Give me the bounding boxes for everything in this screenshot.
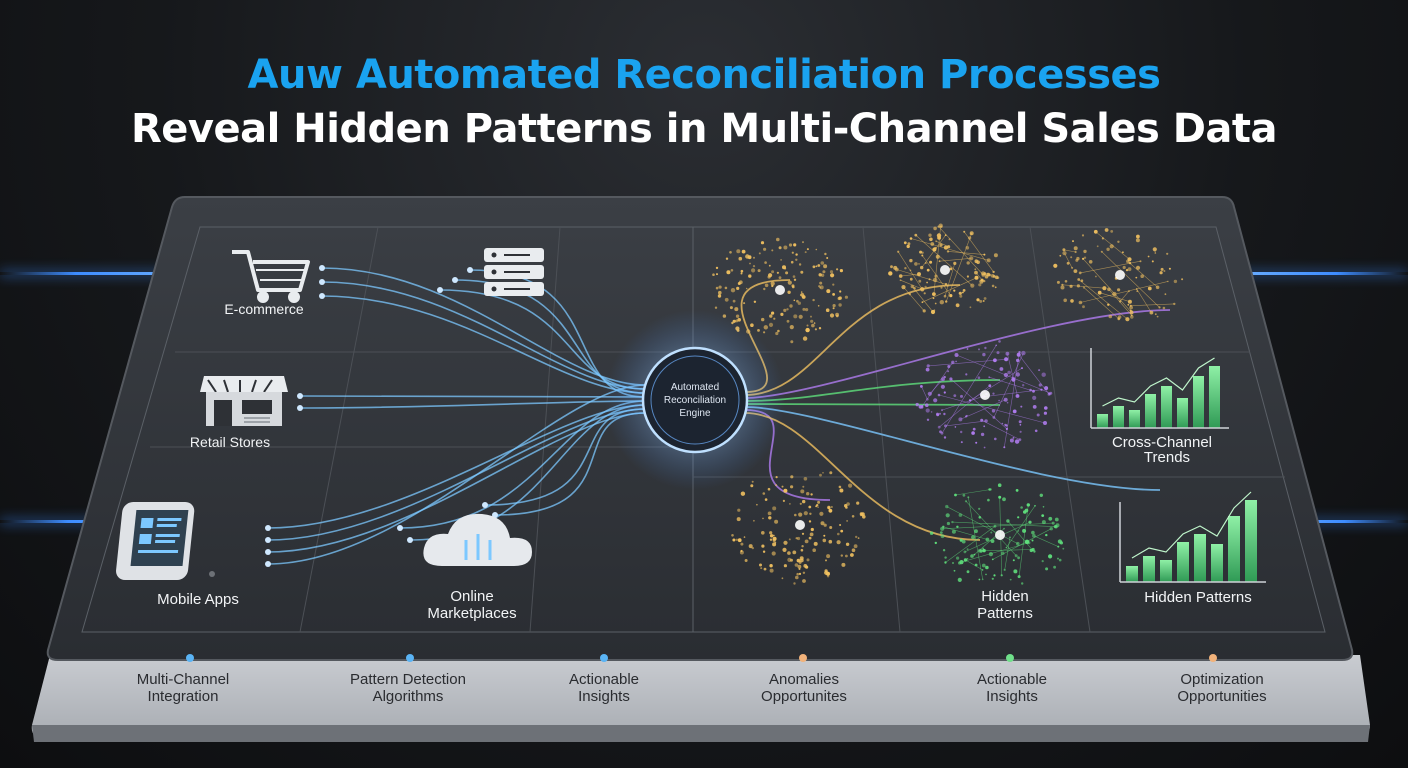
bars1-bar-2 (1113, 406, 1124, 428)
bars2-bar-1 (1126, 566, 1138, 582)
cross-channel-bar-chart (1090, 348, 1229, 429)
cloud-icon (423, 513, 532, 566)
footer-item-6-line-2: Opportunities (1177, 688, 1266, 705)
footer-item-5-line-2: Insights (986, 688, 1038, 705)
footer-item-1-line-2: Integration (148, 688, 219, 705)
device-base-shadow (32, 725, 1370, 742)
footer-item-2-line-1: Pattern Detection (350, 671, 466, 688)
server-stack-icon (484, 248, 544, 296)
hidden-patterns-label-line-1: Hidden (981, 588, 1029, 605)
mobile-phone-icon (116, 502, 215, 580)
footer-dot-6 (1209, 654, 1217, 662)
bars1-bar-8 (1209, 366, 1220, 428)
footer-dot-5 (1006, 654, 1014, 662)
bars2-bar-2 (1143, 556, 1155, 582)
bars2-trend-line (1131, 491, 1252, 559)
source-retail-label: Retail Stores (190, 434, 270, 450)
footer-dot-3 (600, 654, 608, 662)
footer-features: Multi-Channel Integration Pattern Detect… (137, 654, 1267, 705)
bars1-bar-6 (1177, 398, 1188, 428)
footer-item-4-line-1: Anomalies (769, 671, 839, 688)
bars2-bar-8 (1245, 500, 1257, 582)
engine-label-line-2: Reconciliation (664, 395, 726, 406)
engine-label-line-1: Automated (671, 382, 719, 393)
shopping-cart-icon (232, 250, 310, 303)
footer-item-3-line-1: Actionable (569, 671, 639, 688)
bars2-bar-5 (1194, 534, 1206, 582)
hidden-patterns-label-line-2: Patterns (977, 605, 1033, 622)
footer-item-1-line-1: Multi-Channel (137, 671, 230, 688)
bars2-bar-4 (1177, 542, 1189, 582)
source-marketplaces-label-line-1: Online (450, 588, 493, 605)
bars2-bar-6 (1211, 544, 1223, 582)
source-ecommerce-label: E-commerce (224, 301, 304, 317)
engine-label-line-3: Engine (679, 408, 711, 419)
source-marketplaces-label-line-2: Marketplaces (427, 605, 516, 622)
headline-line-2: Reveal Hidden Patterns in Multi-Channel … (130, 106, 1278, 152)
device-base (31, 655, 1370, 738)
source-mobile-label: Mobile Apps (157, 591, 239, 608)
engine-ring (641, 346, 749, 454)
bars1-trend-line (1102, 357, 1215, 407)
footer-item-6-line-1: Optimization (1180, 671, 1263, 688)
footer-item-5-line-1: Actionable (977, 671, 1047, 688)
engine-ring-inner (650, 355, 740, 445)
bars1-bar-4 (1145, 394, 1156, 428)
bars1-bar-1 (1097, 414, 1108, 428)
bars1-bar-3 (1129, 410, 1140, 428)
hidden-patterns-bar-chart (1119, 491, 1266, 583)
footer-item-4-line-2: Opportunites (761, 688, 847, 705)
bars2-bar-3 (1160, 560, 1172, 582)
left-glow-line-top (0, 272, 190, 275)
footer-dot-2 (406, 654, 414, 662)
footer-item-2-line-2: Algorithms (373, 688, 444, 705)
cross-channel-label-line-2: Trends (1144, 449, 1190, 466)
bars1-bar-7 (1193, 376, 1204, 428)
footer-dot-4 (799, 654, 807, 662)
hidden-patterns-chart-label: Hidden Patterns (1144, 589, 1252, 606)
cross-channel-label-line-1: Cross-Channel (1112, 434, 1212, 451)
panel-frame-right (692, 226, 1326, 633)
storefront-icon (200, 376, 288, 426)
footer-item-3-line-2: Insights (578, 688, 630, 705)
headline-line-1: Auw Automated Reconciliation Processes (247, 52, 1161, 98)
bars2-bar-7 (1228, 516, 1240, 582)
footer-dot-1 (186, 654, 194, 662)
bars1-bar-5 (1161, 386, 1172, 428)
